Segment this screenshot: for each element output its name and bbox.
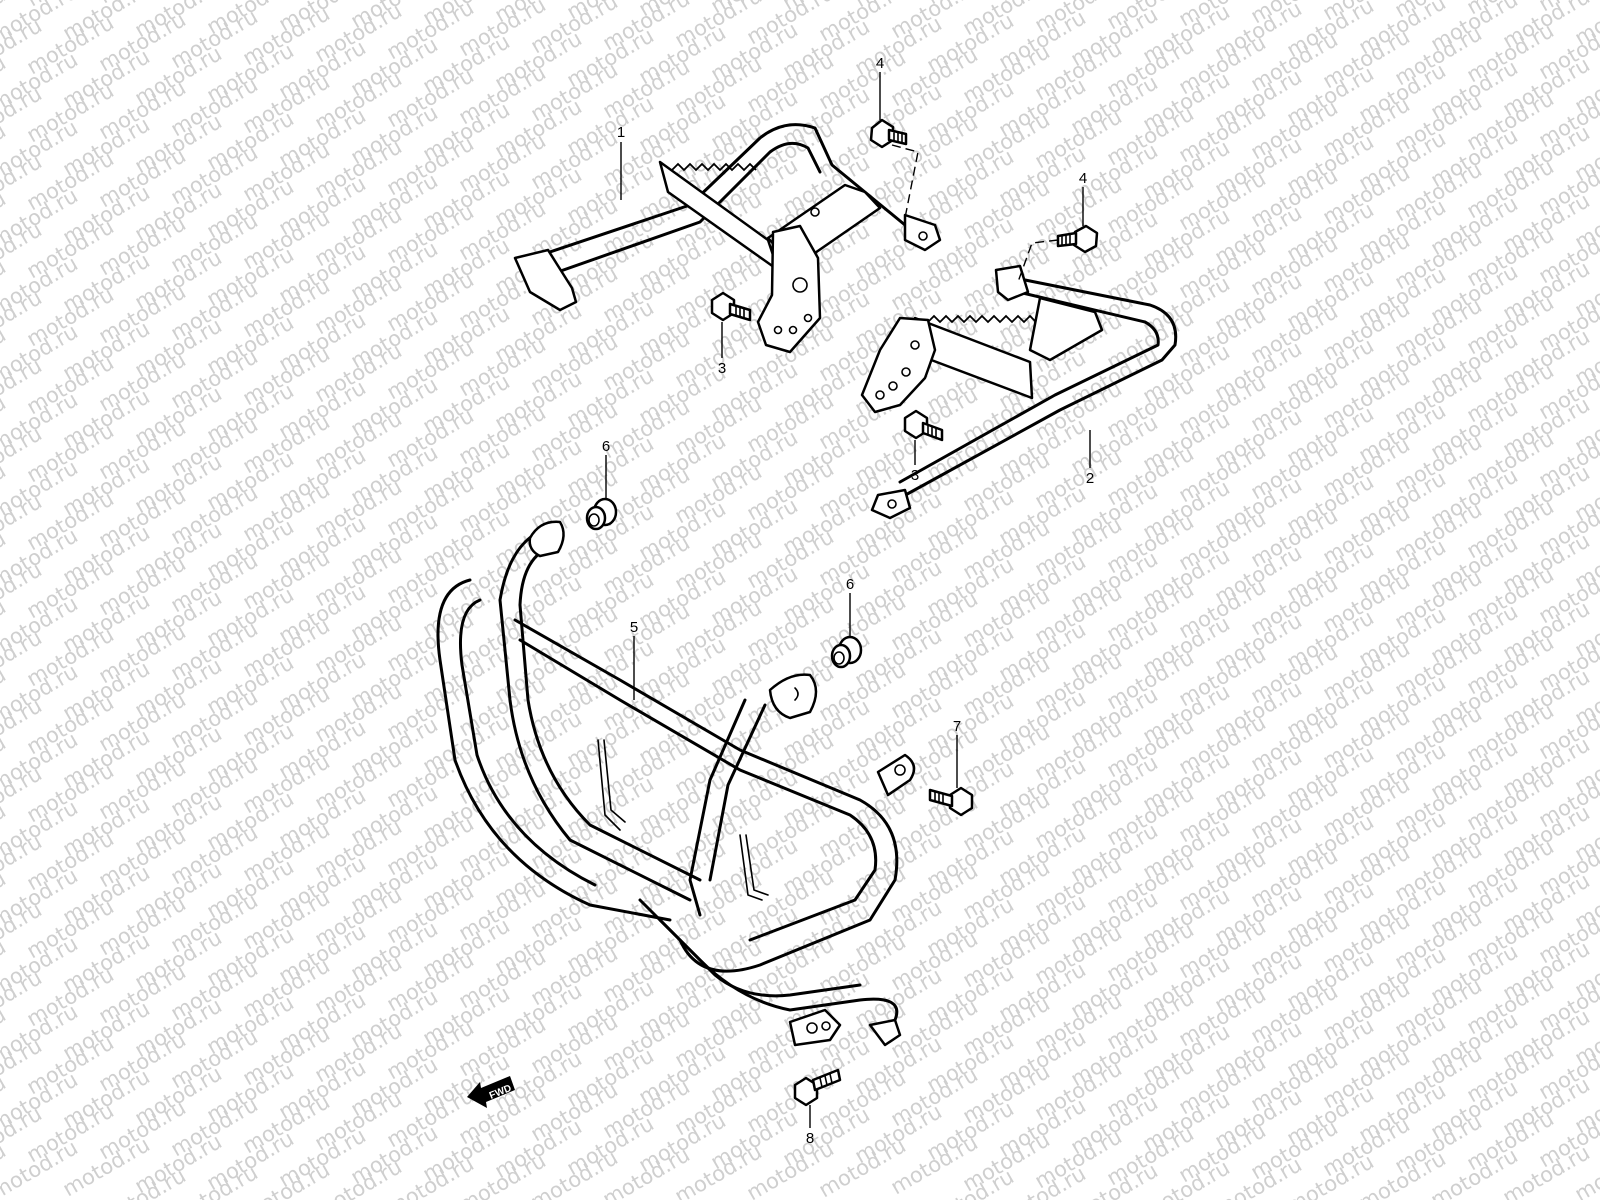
callout-4a: 4 — [876, 55, 884, 72]
callout-8: 8 — [806, 1130, 814, 1147]
callout-7: 7 — [953, 718, 961, 735]
callout-3b: 3 — [911, 467, 919, 484]
bolt-3a — [710, 291, 752, 322]
callout-6b: 6 — [846, 576, 854, 593]
callout-1: 1 — [617, 124, 625, 141]
callout-2: 2 — [1086, 470, 1094, 487]
callout-6a: 6 — [602, 438, 610, 455]
callout-5: 5 — [630, 619, 638, 636]
callout-3a: 3 — [718, 360, 726, 377]
callout-4b: 4 — [1079, 170, 1087, 187]
